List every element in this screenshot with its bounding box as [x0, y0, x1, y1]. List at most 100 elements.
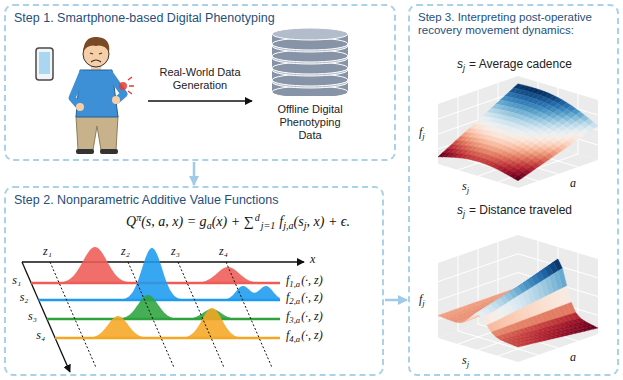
axis-label-text: s₄	[36, 328, 45, 342]
grid-line	[438, 121, 518, 149]
database-icon	[258, 26, 362, 96]
plot-title-text: = Distance traveled	[469, 203, 572, 217]
equation-text: d	[255, 212, 260, 223]
disk-top	[272, 28, 348, 40]
density-curve	[39, 248, 280, 300]
axis-label-text: s	[462, 353, 467, 367]
axis-label: s₂	[20, 291, 29, 305]
grid-line	[458, 157, 538, 181]
curve-label-text: (·, z)	[301, 328, 323, 342]
axis-label-text: s	[462, 179, 467, 193]
person-hand	[76, 103, 84, 111]
panel-heading: Step 3. Interpreting post-operative reco…	[418, 11, 609, 37]
grid-line	[458, 142, 538, 170]
data-arrow	[148, 100, 252, 101]
phone-screen	[39, 52, 50, 74]
plot-title-text: j	[463, 63, 465, 73]
axis-label-text: s₂	[20, 290, 29, 304]
arrow-label: Real-World Data Generation	[150, 66, 250, 91]
curve-label-text: 2,a	[289, 296, 300, 306]
density-curve	[47, 295, 280, 319]
plot-title-text: j	[463, 209, 465, 219]
dotted-guide	[50, 262, 96, 368]
axis-point-label-text: z₂	[121, 244, 130, 258]
equation-text: a	[207, 220, 212, 231]
axis-label: a	[570, 177, 576, 191]
person-pants	[76, 116, 118, 150]
axis-point-label: z₄	[219, 245, 228, 259]
curve-label-text: f	[286, 328, 289, 342]
pain-mark	[119, 82, 127, 90]
plot-area	[22, 76, 598, 372]
baseline	[47, 318, 280, 321]
axis-point-label-text: z₁	[43, 244, 52, 258]
dotted-guide	[128, 262, 174, 368]
person-shoe	[100, 149, 118, 154]
curve-label: f1,a(·, z)	[286, 274, 323, 288]
axis-label: s₄	[36, 329, 45, 343]
axis-point-label-text: z₃	[171, 244, 180, 258]
plot-pane	[518, 76, 598, 160]
plot-title-text: s	[457, 57, 463, 71]
axis-label-text: s₃	[28, 309, 37, 323]
person-mouth	[91, 60, 101, 62]
surface-facet	[514, 175, 523, 181]
axis-label: sj	[462, 180, 469, 194]
axis-label: x	[310, 253, 315, 267]
axis-label: s₁	[12, 274, 21, 288]
curve-label-text: (·, z)	[301, 309, 323, 323]
database: Offline Digital Phenotyping Data	[258, 26, 362, 148]
person-shoe	[76, 149, 94, 154]
curve-label-text: f	[286, 309, 289, 323]
curve-label-text: (·, z)	[301, 290, 323, 304]
grid-line	[438, 91, 518, 119]
equation: Qπ(s, a, x) = ga(x) + ∑dj=1fj,a(sj, x) +…	[126, 214, 350, 230]
curve-label: f4,a(·, z)	[286, 329, 323, 343]
surface-plot	[438, 235, 598, 362]
axis-label-text: j	[467, 185, 469, 195]
axis-label-text: f	[419, 125, 422, 139]
equation-text: (x) + ∑	[212, 214, 254, 229]
axis-point-label-text: z₄	[219, 244, 228, 258]
axis-label: sj	[462, 354, 469, 368]
grid-line	[478, 148, 558, 176]
x-axis	[22, 261, 304, 262]
panel-heading: Step 1. Smartphone-based Digital Phenoty…	[14, 11, 386, 25]
equation-text: j,a	[283, 220, 293, 231]
axis-label: s₃	[28, 310, 37, 324]
equation-text: (s, a, x) = g	[141, 214, 206, 229]
person-hair	[83, 37, 109, 52]
axis-label: a	[570, 351, 576, 365]
curve-label-text: 3,a	[289, 315, 300, 325]
baseline	[55, 337, 280, 340]
plot-title: sj= Distance traveled	[412, 204, 617, 218]
person-hand	[112, 96, 120, 104]
equation-text: , x) + ϵ.	[307, 214, 350, 229]
arrow-label-text: Real-World Data Generation	[159, 66, 240, 91]
s-axis	[22, 262, 70, 372]
equation-text: j=1	[261, 220, 276, 231]
axis-point-label: z₃	[171, 245, 180, 259]
dotted-guide	[226, 262, 272, 368]
curve-label: f3,a(·, z)	[286, 310, 323, 324]
plot-pane	[438, 76, 518, 164]
axis-point-label: z₂	[121, 245, 130, 259]
panel-heading: Step 2. Nonparametric Additive Value Fun…	[14, 193, 374, 207]
axis-label-text: f	[419, 292, 422, 306]
equation-text: f	[279, 214, 283, 229]
axis-point-label: z₁	[43, 245, 52, 259]
axis-label: fj	[419, 126, 425, 140]
dotted-guide	[178, 262, 224, 368]
equation-text: j	[304, 220, 307, 231]
axis-label-text: j	[467, 359, 469, 369]
equation-text: (s	[294, 214, 304, 229]
axis-label-text: j	[422, 131, 424, 141]
grid-line	[518, 91, 598, 115]
grid-line	[478, 322, 558, 350]
axis-label-text: s₁	[12, 273, 21, 287]
axis-label-text: a	[570, 176, 576, 190]
surface-plot	[438, 76, 598, 188]
equation-text: π	[136, 212, 141, 223]
grid-line	[438, 254, 518, 282]
